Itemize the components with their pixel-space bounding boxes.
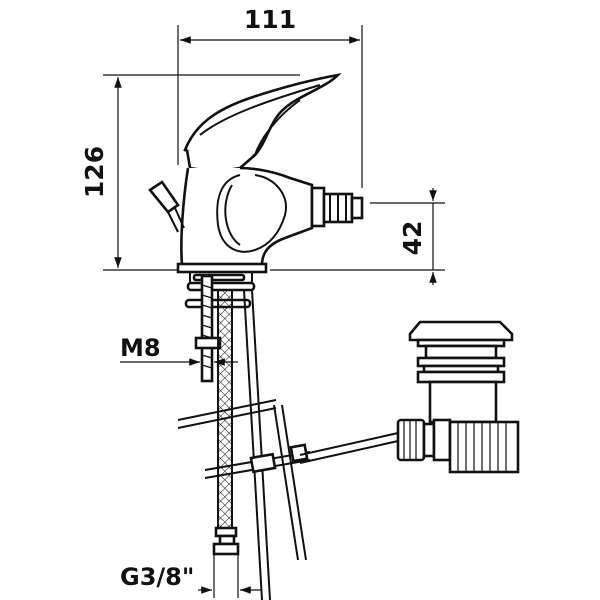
thread-nut-callout: M8 bbox=[120, 334, 238, 366]
width-dimension: 111 bbox=[177, 5, 363, 188]
popup-rod bbox=[148, 180, 185, 233]
thread-nut-label: M8 bbox=[120, 334, 161, 362]
width-label: 111 bbox=[244, 5, 296, 34]
popup-waste bbox=[396, 320, 520, 474]
spout-height-label: 42 bbox=[398, 221, 427, 256]
faucet-body bbox=[176, 72, 364, 274]
height-label: 126 bbox=[80, 146, 109, 198]
linkage-rod bbox=[204, 404, 399, 561]
height-dimension: 126 bbox=[80, 74, 300, 271]
spout-height-dimension: 42 bbox=[270, 188, 445, 285]
hose-connection-label: G3/8" bbox=[120, 563, 194, 591]
hose-connection-callout: G3/8" bbox=[120, 552, 262, 598]
flex-hose bbox=[212, 289, 240, 556]
sink-surface bbox=[177, 399, 277, 429]
